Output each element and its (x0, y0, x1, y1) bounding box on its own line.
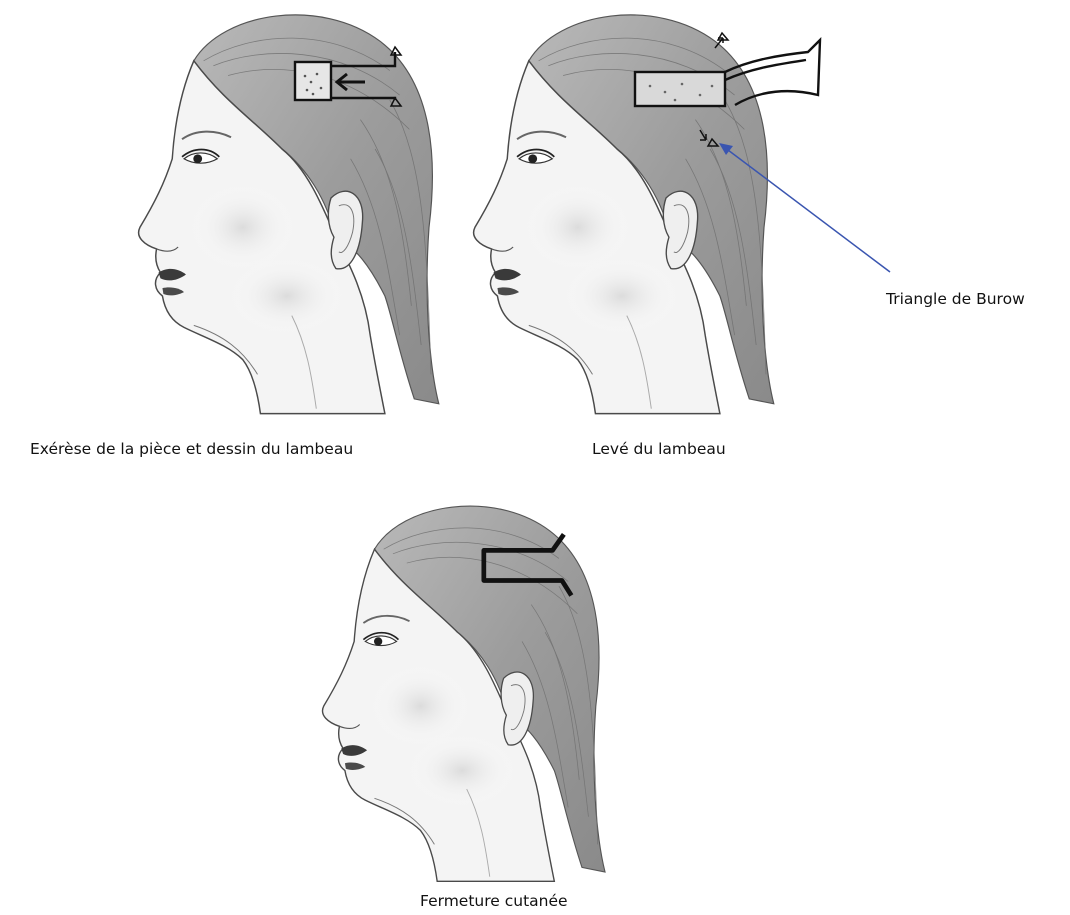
burow-triangle-label: Triangle de Burow (886, 290, 1025, 308)
caption-excision: Exérèse de la pièce et dessin du lambeau (30, 440, 353, 458)
head-illustration-1 (125, 0, 455, 425)
caption-flap-raising: Levé du lambeau (592, 440, 726, 458)
panel-flap-raising (460, 0, 840, 425)
panel-closure (300, 492, 630, 892)
caption-closure: Fermeture cutanée (420, 892, 568, 910)
head-illustration-3 (300, 492, 630, 892)
head-illustration-2 (460, 0, 840, 425)
panel-excision (125, 0, 455, 425)
